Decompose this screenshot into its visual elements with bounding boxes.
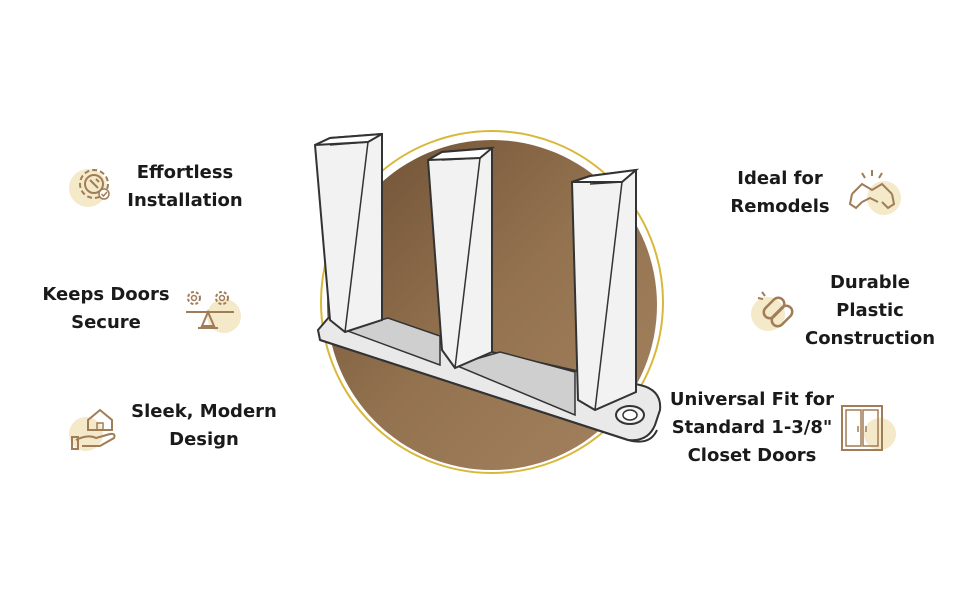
feature-sleek-modern-design: Sleek, Modern Design: [126, 398, 282, 454]
feature-keeps-doors-secure: Keeps Doors Secure: [38, 281, 174, 337]
feature-line: Secure: [71, 312, 141, 333]
feature-line: Sleek, Modern: [131, 401, 277, 422]
feature-line: Plastic: [836, 300, 904, 321]
feature-effortless-installation: Effortless Installation: [125, 159, 245, 215]
feature-line: Standard 1-3/8": [671, 417, 833, 438]
feature-line: Effortless: [136, 162, 234, 183]
guide-fin-right: [570, 168, 637, 412]
hand-house-icon: [66, 400, 126, 460]
feature-line: Ideal for: [737, 168, 823, 189]
feature-line: Installation: [127, 190, 243, 211]
chain-link-icon: [748, 282, 808, 342]
feature-line: Closet Doors: [687, 445, 817, 466]
feature-durable-plastic-construction: Durable Plastic Construction: [802, 269, 938, 353]
feature-line: Durable: [829, 272, 911, 293]
feature-line: Keeps Doors: [42, 284, 170, 305]
feature-line: Remodels: [730, 196, 830, 217]
feature-universal-fit: Universal Fit for Standard 1-3/8" Closet…: [668, 386, 836, 470]
feature-ideal-for-remodels: Ideal for Remodels: [725, 165, 835, 221]
feature-line: Construction: [804, 328, 936, 349]
balance-scale-gears-icon: [182, 282, 242, 342]
feature-line: Universal Fit for: [669, 389, 835, 410]
feature-line: Design: [169, 429, 239, 450]
gear-wrench-icon: [64, 158, 124, 218]
backdrop-ring: [320, 130, 664, 474]
closet-door-icon: [838, 400, 898, 460]
handshake-icon: [842, 164, 902, 224]
